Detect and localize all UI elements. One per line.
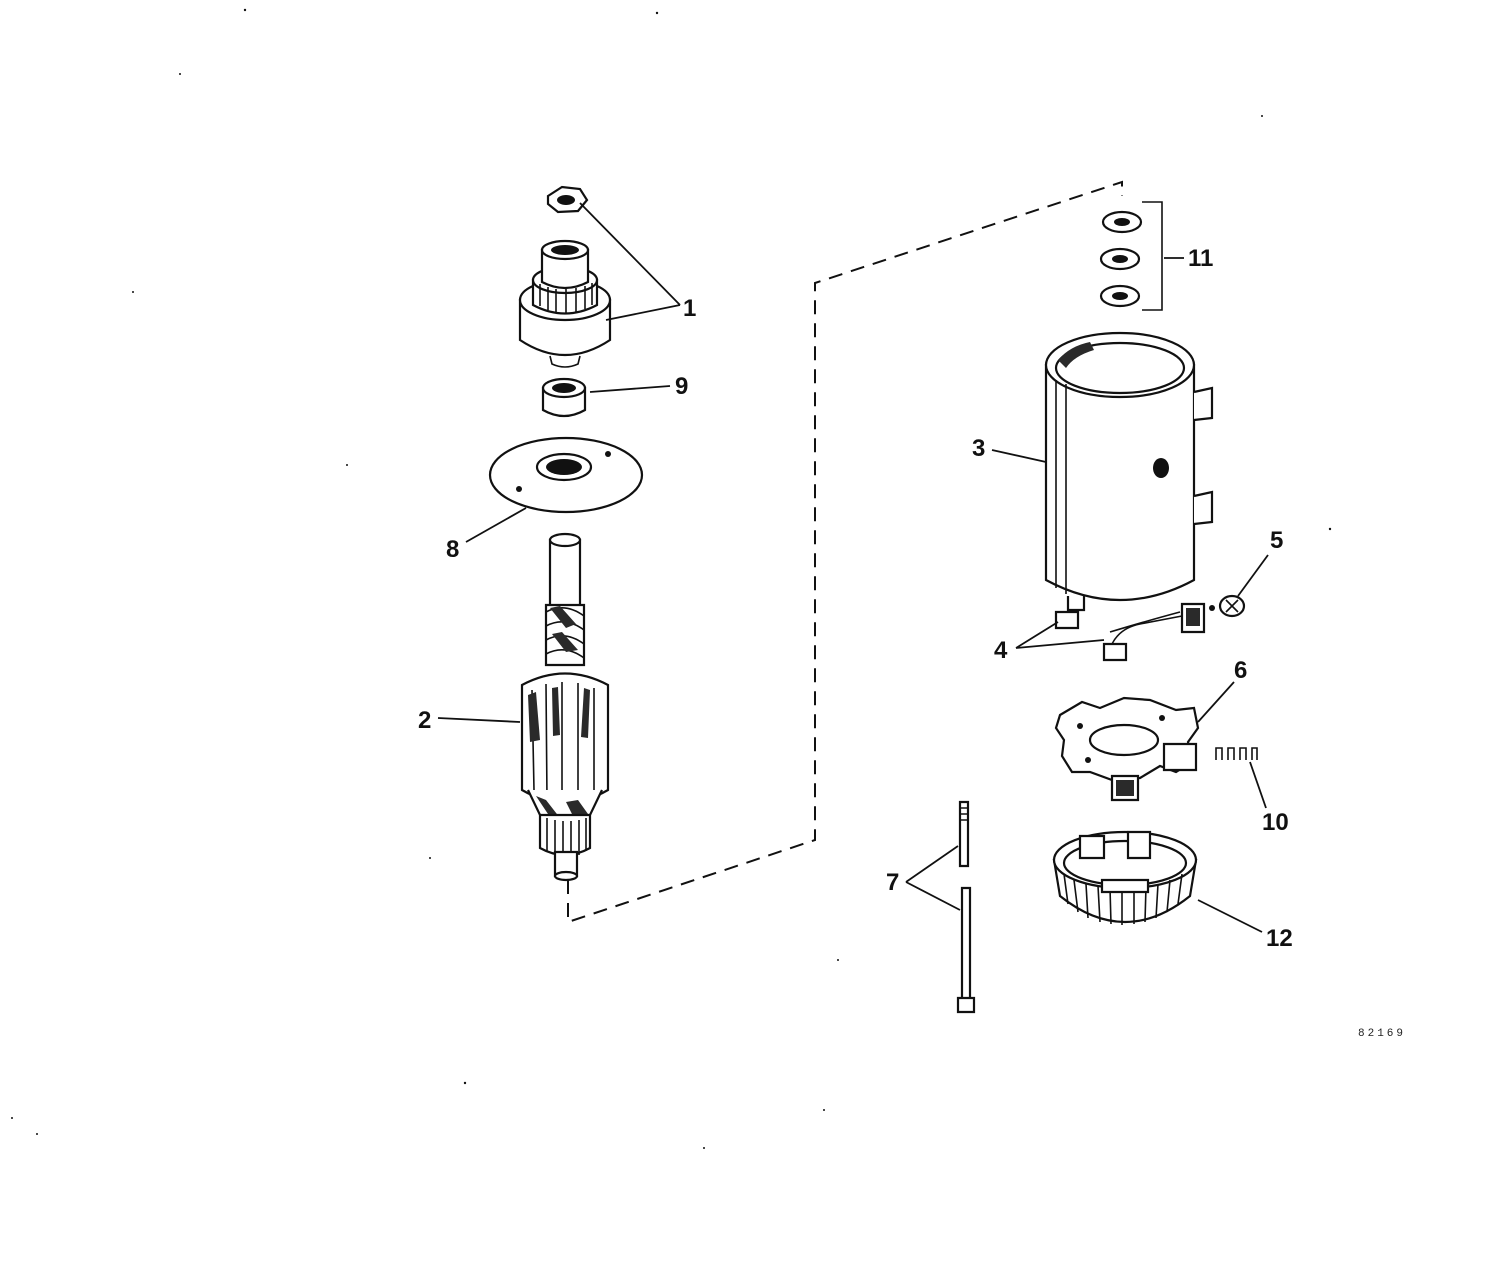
- scan-speckles: [11, 8, 1332, 1149]
- callout-12: 12: [1266, 925, 1293, 952]
- part-brush-spring: [1215, 747, 1258, 760]
- callout-3: 3: [972, 435, 985, 462]
- part-terminal-nut: [1209, 594, 1246, 618]
- part-end-cap: [1052, 830, 1198, 925]
- callout-4: 4: [994, 637, 1008, 664]
- callout-6: 6: [1234, 657, 1247, 684]
- callout-9: 9: [675, 373, 688, 400]
- callout-5: 5: [1270, 527, 1283, 554]
- figure-id: 82169: [1358, 1028, 1406, 1040]
- callout-8: 8: [446, 536, 459, 563]
- part-drive-pinion: [518, 239, 612, 368]
- callout-10: 10: [1262, 809, 1289, 836]
- part-through-bolts: [956, 800, 976, 1014]
- callout-1: 1: [683, 295, 696, 322]
- callout-7: 7: [886, 869, 899, 896]
- callout-11: 11: [1188, 245, 1213, 272]
- part-nut: [546, 185, 589, 214]
- leader-lines: [437, 202, 1269, 933]
- part-field-frame: [1044, 331, 1214, 601]
- alignment-dashed-line: [567, 180, 1123, 924]
- callout-labels: 1 9 8 2 3 11 5 4 6 10 7 12: [418, 245, 1293, 952]
- part-spacer: [541, 377, 587, 418]
- part-brush-holder-plate: [1054, 696, 1200, 802]
- part-armature: [520, 532, 610, 882]
- part-thrust-plate: [488, 436, 644, 514]
- callout-2: 2: [418, 707, 431, 734]
- part-brushes: [1054, 596, 1206, 662]
- part-washers: [1099, 201, 1163, 311]
